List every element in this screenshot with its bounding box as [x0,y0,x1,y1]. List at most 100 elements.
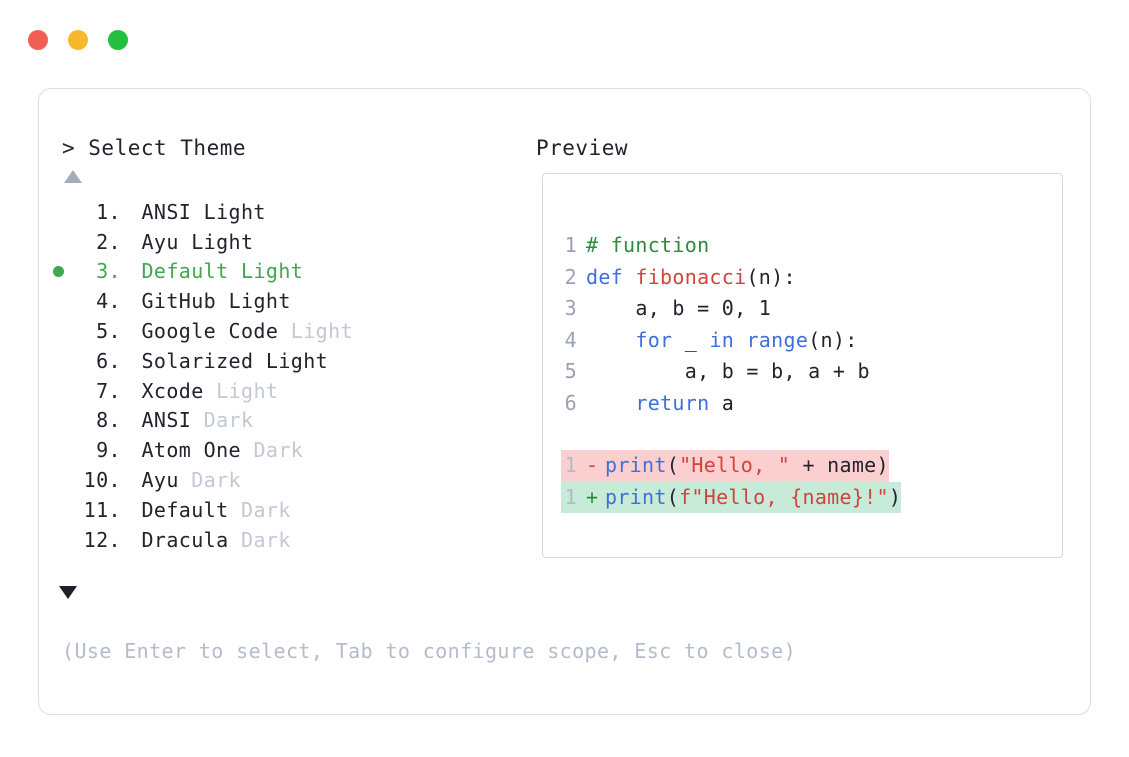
code-line: 3 a, b = 0, 1 [561,293,901,325]
code-token: f"Hello, {name}!" [679,484,889,509]
code-token [734,328,746,352]
theme-item-variant: Light [191,229,254,254]
diff-removed-line: 1-print("Hello, " + name) [561,450,889,482]
code-token: range [746,327,809,352]
theme-item-gap [121,408,141,432]
code-token: for [635,327,673,352]
code-line-text: a, b = b, a + b [586,356,870,388]
code-token: def [586,264,636,289]
diff-line-number: 1 [564,484,577,509]
theme-item-variant: Light [228,289,291,314]
code-token: (n): [746,264,796,289]
diff-line-text: print("Hello, " + name) [605,450,889,482]
theme-item-gap [121,349,141,373]
line-number: 2 [564,264,577,289]
line-number: 1 [564,233,577,257]
code-token: a [709,390,735,415]
code-block: 1 # function 2 def fibonacci(n):3 a, b = 0,… [561,230,902,514]
theme-item-space [216,289,228,313]
theme-item-space [278,319,290,343]
theme-item-gap [121,200,141,224]
code-token: + name) [790,453,889,477]
theme-list-item[interactable]: 10. Ayu Dark [39,465,509,495]
line-number: 6 [564,390,577,415]
theme-item-name: GitHub [141,289,217,314]
code-token: a, b = 0, 1 [586,296,772,320]
theme-item-variant: Dark [253,438,304,463]
theme-item-index: 10. [83,468,121,493]
theme-item-variant: Light [290,319,353,344]
theme-item-name: Ayu [141,468,179,493]
theme-item-index: 4. [96,289,121,314]
theme-item-space [241,438,253,462]
theme-list-item[interactable]: 2. Ayu Light [39,227,509,257]
theme-item-space [229,528,241,552]
theme-list-item[interactable]: 9. Atom One Dark [39,435,509,465]
theme-list-item[interactable]: 6. Solarized Light [39,346,509,376]
theme-item-space [253,349,265,373]
code-line-text: def fibonacci(n): [586,262,796,294]
code-token: ) [888,484,902,509]
scroll-up-icon[interactable] [64,170,82,183]
theme-item-name: Solarized [141,348,254,373]
theme-item-gap [121,259,141,283]
theme-item-index: 11. [83,497,121,522]
code-line-text: # function [586,230,709,262]
theme-item-index: 7. [96,378,121,403]
code-token: "Hello, " [679,453,791,477]
diff-sign: + [586,484,599,509]
theme-list-item[interactable]: 1. ANSI Light [39,197,509,227]
page-title: > Select Theme [62,136,247,160]
theme-item-gap [121,379,141,403]
theme-item-gap [121,528,141,552]
theme-item-name: ANSI [141,408,192,433]
code-token: _ [672,327,710,352]
code-line: 1 # function [561,230,901,262]
theme-item-space [204,379,216,403]
code-token: a, b = b, a + b [586,359,870,383]
theme-item-name: Default [141,259,229,284]
theme-item-name: ANSI [141,199,192,224]
theme-list-item[interactable]: 7. Xcode Light [39,376,509,406]
minimize-dot[interactable] [68,30,88,50]
code-token: in [709,327,735,352]
theme-list-item[interactable]: 4. GitHub Light [39,286,509,316]
scroll-down-icon[interactable] [59,586,77,599]
code-token [586,328,635,352]
maximize-dot[interactable] [108,30,128,50]
theme-item-index: 12. [83,527,121,552]
theme-item-space [191,200,203,224]
keyboard-hint: (Use Enter to select, Tab to configure s… [62,639,797,663]
theme-item-space [191,408,203,432]
theme-item-variant: Light [241,259,304,284]
diff-line-number: 1 [564,453,577,477]
theme-list-item[interactable]: 3. Default Light [39,257,509,287]
theme-list-item[interactable]: 12. Dracula Dark [39,525,509,555]
close-dot[interactable] [28,30,48,50]
theme-list-item[interactable]: 8. ANSI Dark [39,406,509,436]
theme-item-index: 9. [96,438,121,463]
theme-item-name: Ayu [141,229,179,254]
theme-item-variant: Light [216,378,279,403]
theme-list-item[interactable]: 11. Default Dark [39,495,509,525]
window-controls [28,30,128,50]
diff-sign: - [586,453,599,477]
theme-item-name: Google Code [141,319,279,344]
theme-list-item[interactable]: 5. Google Code Light [39,316,509,346]
theme-item-gap [121,230,141,254]
theme-item-variant: Dark [191,468,241,493]
selected-bullet-icon [52,265,64,277]
code-line-text: for _ in range(n): [586,325,858,357]
code-line-text: a, b = 0, 1 [586,293,771,325]
code-line: 4 for _ in range(n): [561,325,901,357]
code-token [586,391,635,415]
theme-item-name: Dracula [141,527,229,552]
theme-item-gap [121,498,141,522]
theme-item-name: Default [141,497,229,522]
theme-item-index: 1. [96,199,121,224]
line-number: 5 [564,359,577,383]
selection-bullet-slot [39,265,77,277]
diff-line-text: print(f"Hello, {name}!") [605,482,901,514]
